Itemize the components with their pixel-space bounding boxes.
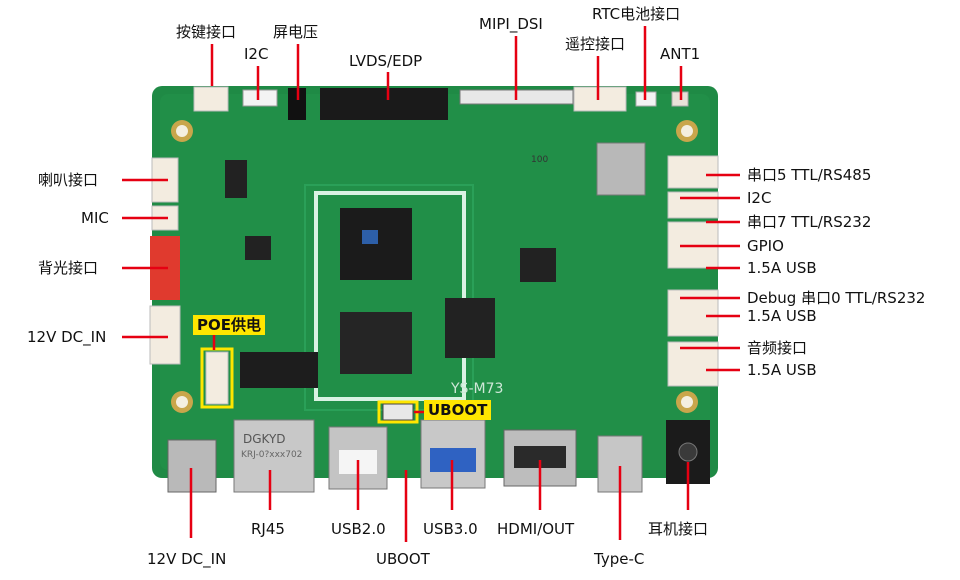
label-backlight: 背光接口 [38,259,99,277]
right-connector-1 [667,155,719,189]
label-screen-voltage: 屏电压 [273,23,319,41]
ic-text: 100 [531,155,549,165]
label-rj45: RJ45 [251,520,285,538]
label-i2c-right: I2C [747,189,772,207]
dc-connector-left [149,305,181,365]
label-usb-right-3: 1.5A USB [747,361,817,379]
label-speaker: 喇叭接口 [38,171,99,189]
lvds-header [320,88,448,120]
ethernet-phy [240,352,318,388]
label-ant1: ANT1 [660,45,701,63]
voltage-header [288,88,306,120]
label-remote: 遥控接口 [565,35,626,53]
right-connector-2 [667,191,719,219]
label-usb-right-2: 1.5A USB [747,307,817,325]
wifi-module [596,142,646,196]
ethernet-part-text: KRJ-0?xxx702 [241,450,303,460]
chip-left-top [225,160,247,198]
ethernet-brand-text: DGKYD [243,432,286,446]
label-usb-right-1: 1.5A USB [747,259,817,277]
label-uart7: 串口7 TTL/RS232 [747,213,872,231]
ram-chip [340,312,412,374]
label-mipi-dsi: MIPI_DSI [479,15,543,33]
rj45-jack [233,419,315,493]
chip-left [245,236,271,260]
remote-connector [573,86,627,112]
key-connector [193,86,229,112]
label-poe: POE供电 [193,315,265,335]
leader-lines [122,26,740,542]
label-mic: MIC [81,209,109,227]
i2c-connector [242,89,278,107]
label-typec: Type-C [594,550,645,568]
label-usb30: USB3.0 [423,520,478,538]
label-hdmi: HDMI/OUT [497,520,575,538]
label-uart5: 串口5 TTL/RS485 [747,166,872,184]
poe-highlight-box [200,347,234,409]
label-rtc: RTC电池接口 [592,5,681,23]
pmic-chip [445,298,495,358]
right-connector-5 [667,341,719,387]
uboot-button [382,403,414,421]
label-uboot-tag: UBOOT [424,400,492,420]
label-lvds-edp: LVDS/EDP [349,52,423,70]
label-i2c-top: I2C [244,45,269,63]
label-dc-in-left: 12V DC_IN [27,328,107,346]
chip-right [520,248,556,282]
som-outline [314,191,466,401]
label-usb20: USB2.0 [331,520,386,538]
label-earphone: 耳机接口 [648,520,709,538]
label-key-port: 按键接口 [176,23,237,41]
label-uboot-bottom: UBOOT [376,550,430,568]
label-dc-in-bottom: 12V DC_IN [147,550,227,568]
mounting-holes [171,120,698,413]
label-audio: 音频接口 [747,339,808,357]
label-debug: Debug 串口0 TTL/RS232 [747,289,926,307]
label-gpio: GPIO [747,237,784,255]
board-model-text: YS-M73 [451,381,504,397]
poe-connector [205,351,229,405]
